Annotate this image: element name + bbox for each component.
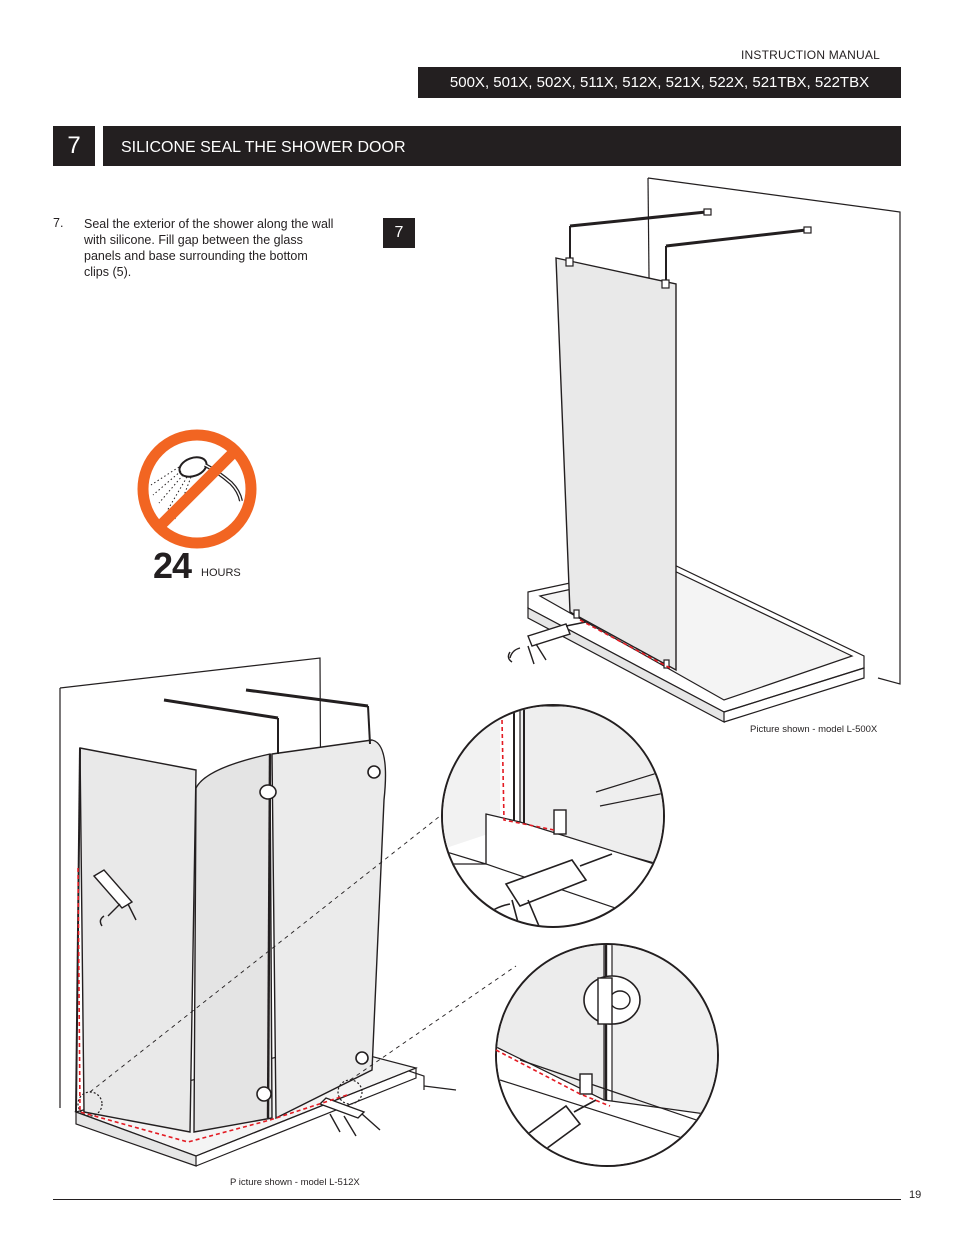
detail-circle-upper bbox=[441, 704, 665, 928]
caption-bottom-figure: P icture shown - model L-512X bbox=[230, 1177, 360, 1188]
caulking-gun-icon bbox=[92, 869, 137, 927]
model-list-bar: 500X, 501X, 502X, 511X, 512X, 521X, 522X… bbox=[418, 67, 901, 98]
shower-l512x-figure bbox=[59, 657, 517, 1167]
silicone-seal-line-detail1 bbox=[501, 719, 555, 831]
hours-value: 24 bbox=[153, 545, 192, 586]
caulking-gun-icon bbox=[318, 1097, 381, 1137]
silicone-seal-line-detail2 bbox=[495, 1049, 611, 1107]
hours-label: HOURS bbox=[201, 567, 241, 579]
instruction-number: 7. bbox=[53, 216, 64, 230]
caption-top-figure: Picture shown - model L-500X bbox=[750, 724, 878, 735]
diagram-step-badge: 7 bbox=[383, 218, 415, 248]
step-title: SILICONE SEAL THE SHOWER DOOR bbox=[103, 126, 901, 166]
silicone-seal-line-top bbox=[579, 619, 671, 669]
detail-circle-lower bbox=[495, 943, 719, 1167]
manual-label: INSTRUCTION MANUAL bbox=[741, 48, 880, 62]
no-shower-icon bbox=[137, 429, 257, 549]
silicone-seal-line-bottom bbox=[77, 867, 351, 1143]
footer-rule bbox=[53, 1199, 901, 1200]
shower-l500x-figure bbox=[507, 177, 901, 723]
page-number: 19 bbox=[909, 1189, 922, 1201]
step-number-box: 7 bbox=[53, 126, 95, 166]
instruction-text: Seal the exterior of the shower along th… bbox=[84, 217, 334, 279]
caulking-gun-icon bbox=[507, 621, 587, 665]
